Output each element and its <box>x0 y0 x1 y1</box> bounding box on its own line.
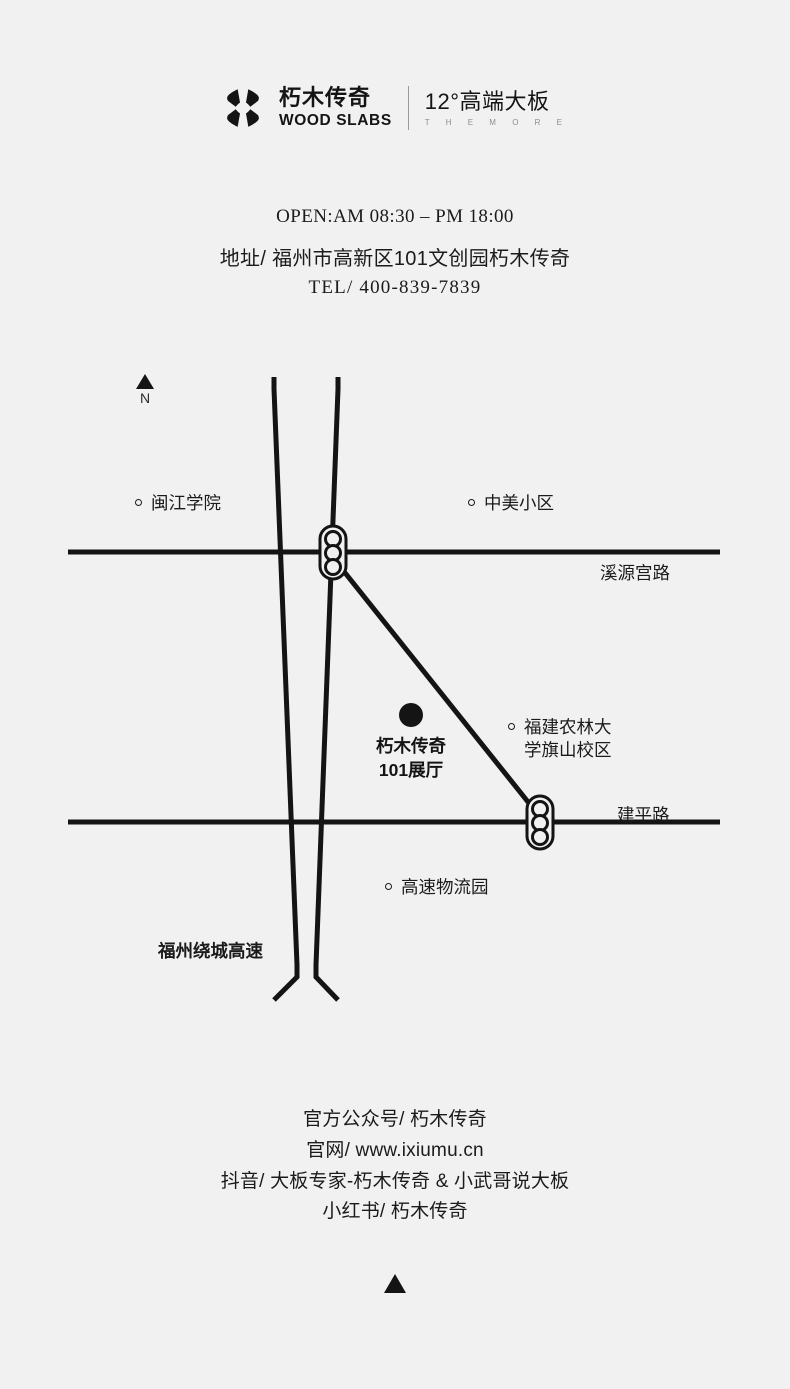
footer-xiaohongshu: 小红书/ 朽木传奇 <box>322 1201 468 1223</box>
poi-dot-icon <box>135 499 142 506</box>
footer-douyin: 抖音/ 大板专家-朽木传奇 & 小武哥说大板 <box>220 1170 570 1192</box>
brand-name-cn: 朽木传奇 <box>279 85 372 110</box>
venue-hall: 101展厅 <box>378 759 444 780</box>
footer-website[interactable]: 官网/ www.ixiumu.cn <box>306 1139 484 1161</box>
location-dot-icon <box>399 703 423 727</box>
road-label-ringroad: 福州绕城高速 <box>158 941 263 961</box>
contact-info: OPEN:AM 08:30 – PM 18:00 地址/ 福州市高新区101文创… <box>0 206 790 299</box>
opening-hours: OPEN:AM 08:30 – PM 18:00 <box>276 206 514 227</box>
footer-links: 官方公众号/ 朽木传奇 官网/ www.ixiumu.cn 抖音/ 大板专家-朽… <box>0 1105 790 1228</box>
traffic-light-icon-north <box>318 524 348 581</box>
compass: N <box>131 374 159 405</box>
poi-minjiang-university: 闽江学院 <box>135 492 221 515</box>
venue-name: 朽木传奇 <box>376 736 446 756</box>
telephone-line: TEL/ 400-839-7839 <box>308 277 482 298</box>
map-roads-graphic <box>68 377 720 1002</box>
expressway-right-edge <box>313 377 341 1002</box>
location-map: N 闽江学院 中美小区 福建农林大 学旗山校区 高速物流园 朽木传奇 101展厅… <box>0 345 790 1045</box>
brand-tagline-cn: 12°高端大板 <box>424 88 550 114</box>
poi-label-line2: 学旗山校区 <box>524 739 612 760</box>
poi-dot-icon <box>468 499 475 506</box>
compass-label: N <box>139 390 151 406</box>
poi-dot-icon <box>508 723 515 730</box>
poi-zhongmei-community: 中美小区 <box>468 492 554 515</box>
venue-label: 朽木传奇 101展厅 <box>340 735 482 782</box>
poi-label: 闽江学院 <box>151 493 221 513</box>
poi-label-line1: 福建农林大 <box>524 717 612 737</box>
scroll-up-triangle-icon[interactable] <box>384 1274 406 1293</box>
brand-divider <box>407 86 409 131</box>
poi-label: 高速物流园 <box>401 877 489 897</box>
pinwheel-logo-icon <box>227 89 259 128</box>
road-label-jianping: 建平路 <box>617 805 670 825</box>
poi-fafu-qishan-campus: 福建农林大 学旗山校区 <box>508 716 612 762</box>
expressway-left-edge <box>271 377 300 1002</box>
traffic-light-icon-south <box>525 794 555 851</box>
brand-header: 朽木传奇 WOOD SLABS 12°高端大板 T H E M O R E <box>0 85 790 131</box>
road-label-xiyuangong: 溪源宫路 <box>600 563 670 583</box>
address-line: 地址/ 福州市高新区101文创园朽木传奇 <box>219 248 571 270</box>
footer-wechat: 官方公众号/ 朽木传奇 <box>303 1109 487 1130</box>
brand-wordmark: 朽木传奇 WOOD SLABS <box>279 85 392 131</box>
brand-tagline-en: T H E M O R E <box>424 117 569 127</box>
poi-dot-icon <box>385 883 392 890</box>
north-arrow-icon <box>136 374 154 389</box>
poi-label: 中美小区 <box>484 493 554 513</box>
brand-tagline: 12°高端大板 T H E M O R E <box>424 88 569 127</box>
brand-name-en: WOOD SLABS <box>279 112 392 130</box>
poi-gaosu-logistics-park: 高速物流园 <box>385 876 489 899</box>
road-diagonal-line <box>332 557 542 819</box>
